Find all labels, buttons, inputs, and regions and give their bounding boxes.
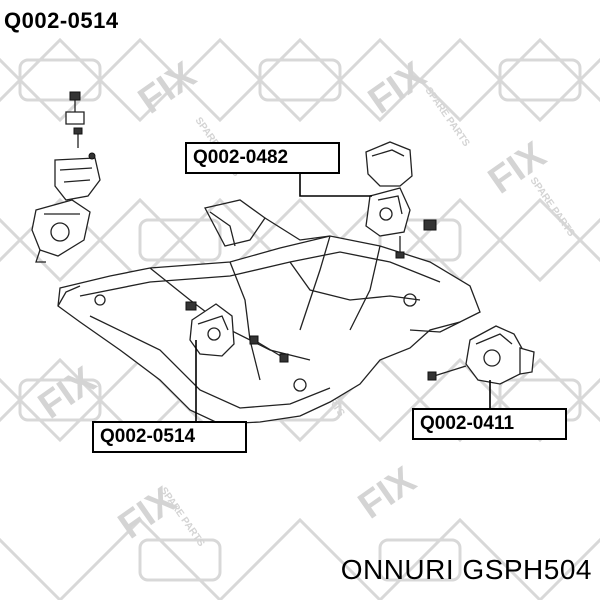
callout-front-mount: Q002-0514 <box>92 421 247 453</box>
footer-code: GSPH504 <box>462 554 592 585</box>
watermark-logo: FIX <box>351 459 424 528</box>
watermark-logo: FIX <box>131 54 204 123</box>
right-mount-drawing <box>427 325 535 385</box>
page-title: Q002-0514 <box>4 8 119 33</box>
footer-brand: ONNURI <box>340 554 455 585</box>
upper-mount-drawing <box>365 141 437 259</box>
front-mount-drawing <box>185 301 289 363</box>
watermark-tagline: SPARE PARTS <box>528 175 577 239</box>
subframe-drawing <box>57 199 481 425</box>
leader-lines <box>195 172 491 421</box>
callout-right-mount: Q002-0411 <box>412 408 567 440</box>
upper-left-mount-drawing <box>31 91 101 263</box>
watermark-logo: FIX <box>31 359 104 428</box>
callout-upper-mount: Q002-0482 <box>185 142 340 174</box>
footer-label: ONNURI GSPH504 <box>341 554 592 586</box>
